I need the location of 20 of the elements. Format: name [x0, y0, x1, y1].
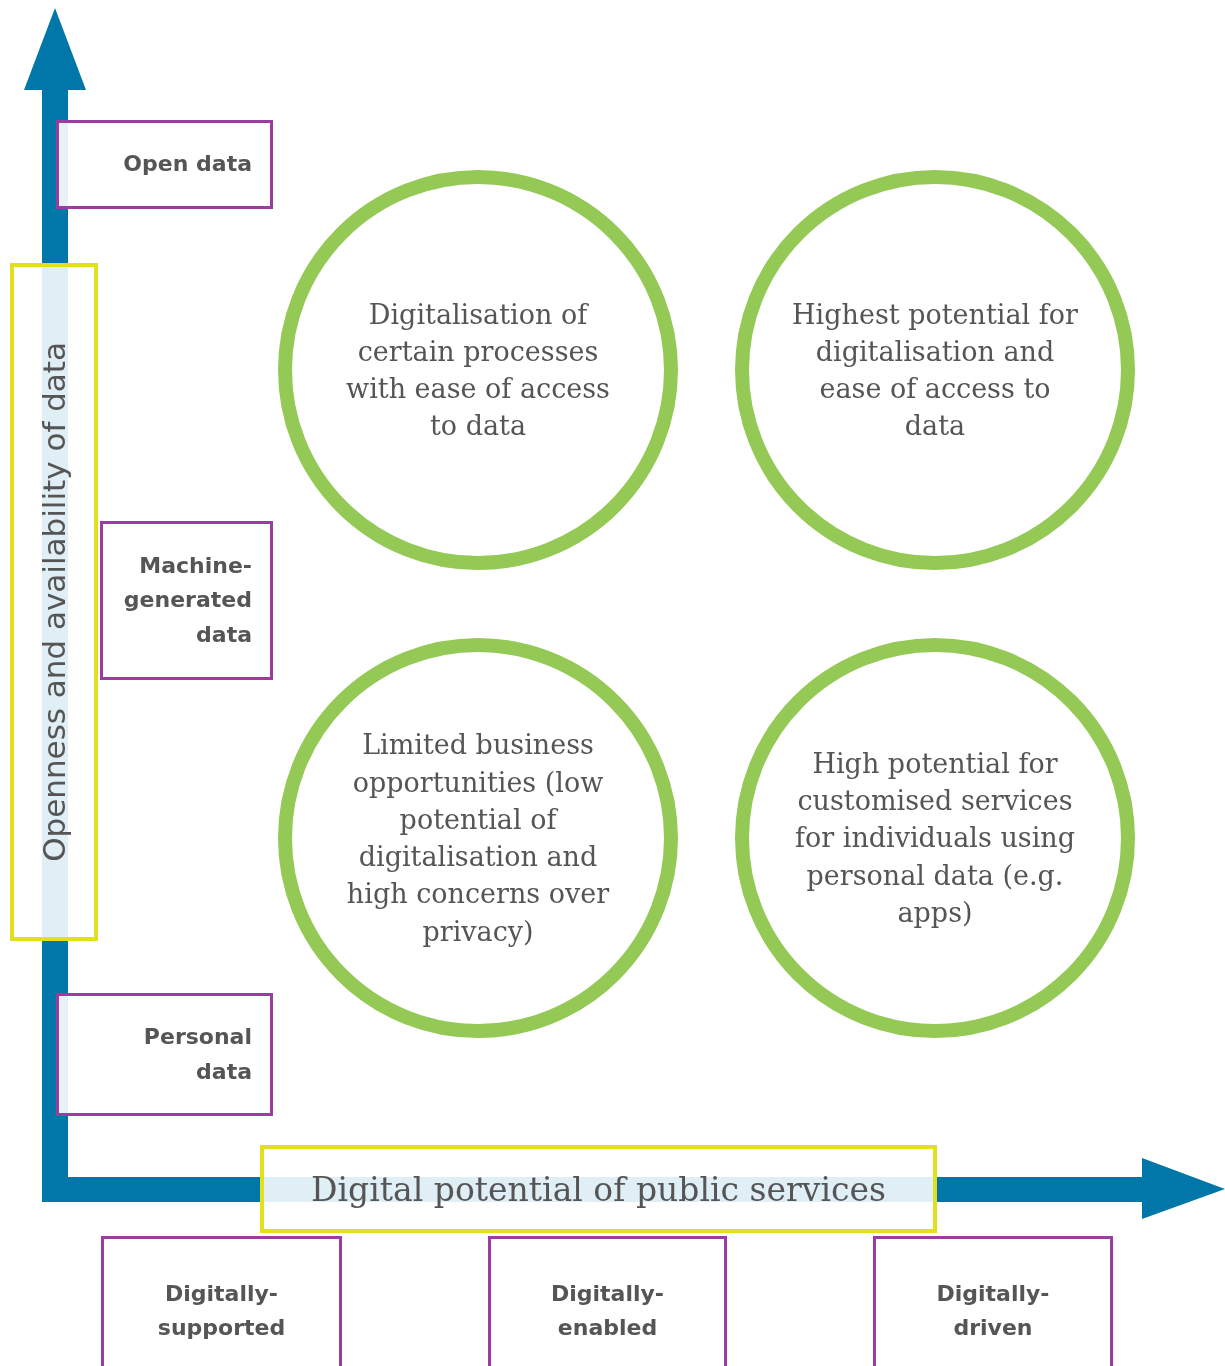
- category-label: Digitally-supported: [156, 1280, 287, 1343]
- circle-text: High potential for customised services for individuals using personal data (e.g. apps): [794, 746, 1076, 930]
- category-label: Machine-generated data: [122, 552, 252, 649]
- category-box: [56, 993, 273, 1116]
- category-label: Open data: [122, 150, 252, 179]
- category-box: [100, 521, 273, 680]
- axis-title: Openness and availability of data: [36, 342, 72, 862]
- category-label: Personal data: [142, 1023, 252, 1086]
- category-box: [873, 1236, 1113, 1366]
- category-box: [101, 1236, 342, 1366]
- category-box: [488, 1236, 727, 1366]
- axis-title-box: [260, 1145, 937, 1233]
- circle-text: Digitalisation of certain processes with ease of access to data: [345, 297, 611, 444]
- category-label: Digitally-driven: [935, 1280, 1051, 1343]
- circle-text: Highest potential for digitalisation and ease of access to data: [791, 297, 1079, 444]
- axis-title: Digital potential of public services: [311, 1169, 886, 1209]
- category-box: [56, 120, 273, 209]
- category-label: Digitally-enabled: [550, 1280, 665, 1343]
- axis-title-box: [10, 263, 98, 941]
- circle-text: Limited business opportunities (low potential of digitalisation and high concerns over privacy): [345, 728, 611, 949]
